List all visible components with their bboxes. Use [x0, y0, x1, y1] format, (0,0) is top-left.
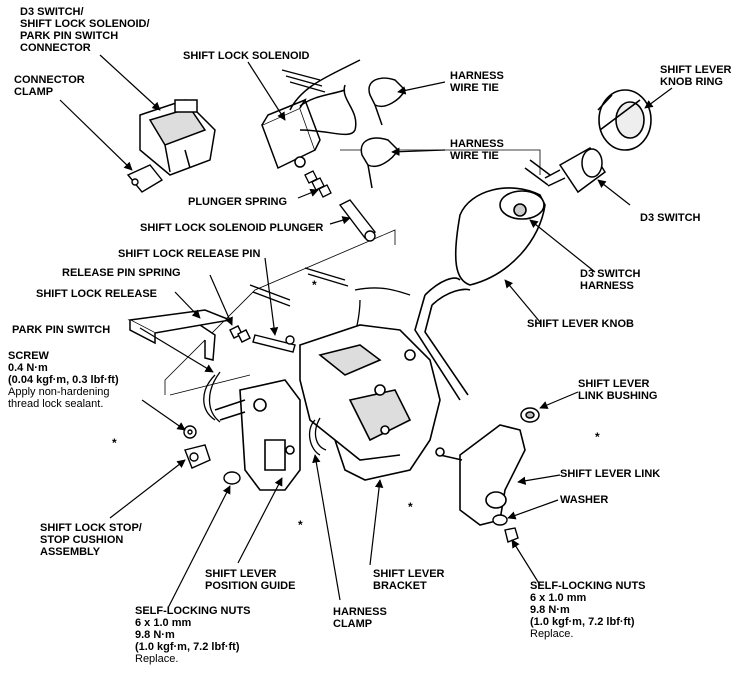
leader-lines [59, 54, 673, 609]
label-shift-lever-knob-ring: SHIFT LEVER KNOB RING [660, 64, 732, 88]
plunger-spring-part [304, 170, 332, 198]
shift-lever-bracket-part [299, 324, 441, 481]
left-nut-part [223, 471, 241, 485]
label-self-locking-nuts-right-note: Replace. [530, 628, 574, 640]
harness-wire-tie-2-part [360, 137, 399, 189]
plunger-part [338, 199, 377, 242]
label-connector-clamp: CONNECTOR CLAMP [14, 74, 85, 98]
d3-switch-part [524, 146, 607, 194]
screw-part [183, 425, 197, 439]
label-shift-lock-release-pin: SHIFT LOCK RELEASE PIN [118, 248, 261, 260]
shift-lock-release-part [127, 309, 233, 361]
label-shift-lever-link: SHIFT LEVER LINK [560, 468, 661, 480]
label-park-pin-switch: PARK PIN SWITCH [12, 324, 111, 336]
label-shift-lever-knob: SHIFT LEVER KNOB [527, 318, 634, 330]
label-plunger-spring: PLUNGER SPRING [188, 196, 288, 208]
label-d3-switch-connector: D3 SWITCH/ SHIFT LOCK SOLENOID/ PARK PIN… [20, 6, 150, 54]
label-self-locking-nuts-left-note: Replace. [135, 653, 179, 665]
label-screw-spec: 0.4 N·m (0.04 kgf·m, 0.3 lbf·ft) [8, 362, 119, 386]
label-release-pin-spring: RELEASE PIN SPRING [62, 267, 181, 279]
connector-clamp-part [126, 164, 164, 193]
shift-lock-stop-part [184, 444, 211, 469]
label-self-locking-nuts-left: SELF-LOCKING NUTS 6 x 1.0 mm 9.8 N·m (1.… [135, 605, 251, 653]
asterisk-marker: * [595, 430, 600, 444]
release-pin-part [229, 325, 296, 353]
shift-lever-shaft-part [414, 277, 471, 401]
asterisk-marker: * [312, 278, 317, 292]
label-shift-lock-stop: SHIFT LOCK STOP/ STOP CUSHION ASSEMBLY [40, 522, 142, 558]
harness-clamp-part [308, 417, 327, 456]
shift-lever-link-part [435, 424, 526, 526]
label-shift-lock-release: SHIFT LOCK RELEASE [36, 288, 158, 300]
washer-part [492, 514, 508, 526]
label-shift-lever-link-bushing: SHIFT LEVER LINK BUSHING [578, 378, 658, 402]
asterisk-marker: * [298, 518, 303, 532]
shift-lever-knob-part [454, 187, 546, 286]
label-self-locking-nuts-right: SELF-LOCKING NUTS 6 x 1.0 mm 9.8 N·m (1.… [530, 580, 646, 628]
label-harness-wire-tie-1: HARNESS WIRE TIE [450, 70, 504, 94]
shift-lock-solenoid-part [261, 59, 361, 170]
label-d3-switch: D3 SWITCH [640, 212, 701, 224]
label-screw-note: Apply non-hardening thread lock sealant. [8, 386, 110, 410]
label-screw-title: SCREW [8, 350, 49, 362]
d3-switch-connector-part [139, 99, 216, 176]
harness-wire-tie-1-part [368, 77, 406, 126]
bushing-part [520, 407, 540, 423]
position-guide-part [214, 379, 301, 491]
right-nut-part [504, 527, 519, 543]
label-harness-wire-tie-2: HARNESS WIRE TIE [450, 138, 504, 162]
knob-ring-part [597, 89, 652, 151]
label-harness-clamp: HARNESS CLAMP [333, 606, 387, 630]
label-shift-lever-position-guide: SHIFT LEVER POSITION GUIDE [205, 568, 296, 592]
asterisk-marker: * [112, 436, 117, 450]
solenoid-wires [281, 69, 326, 93]
label-shift-lock-solenoid: SHIFT LOCK SOLENOID [183, 50, 310, 62]
label-shift-lever-bracket: SHIFT LEVER BRACKET [373, 568, 445, 592]
label-washer: WASHER [560, 494, 609, 506]
park-pin-cable [203, 371, 221, 423]
asterisk-marker: * [408, 500, 413, 514]
label-shift-lock-solenoid-plunger: SHIFT LOCK SOLENOID PLUNGER [140, 222, 324, 234]
label-d3-switch-harness: D3 SWITCH HARNESS [580, 268, 641, 292]
